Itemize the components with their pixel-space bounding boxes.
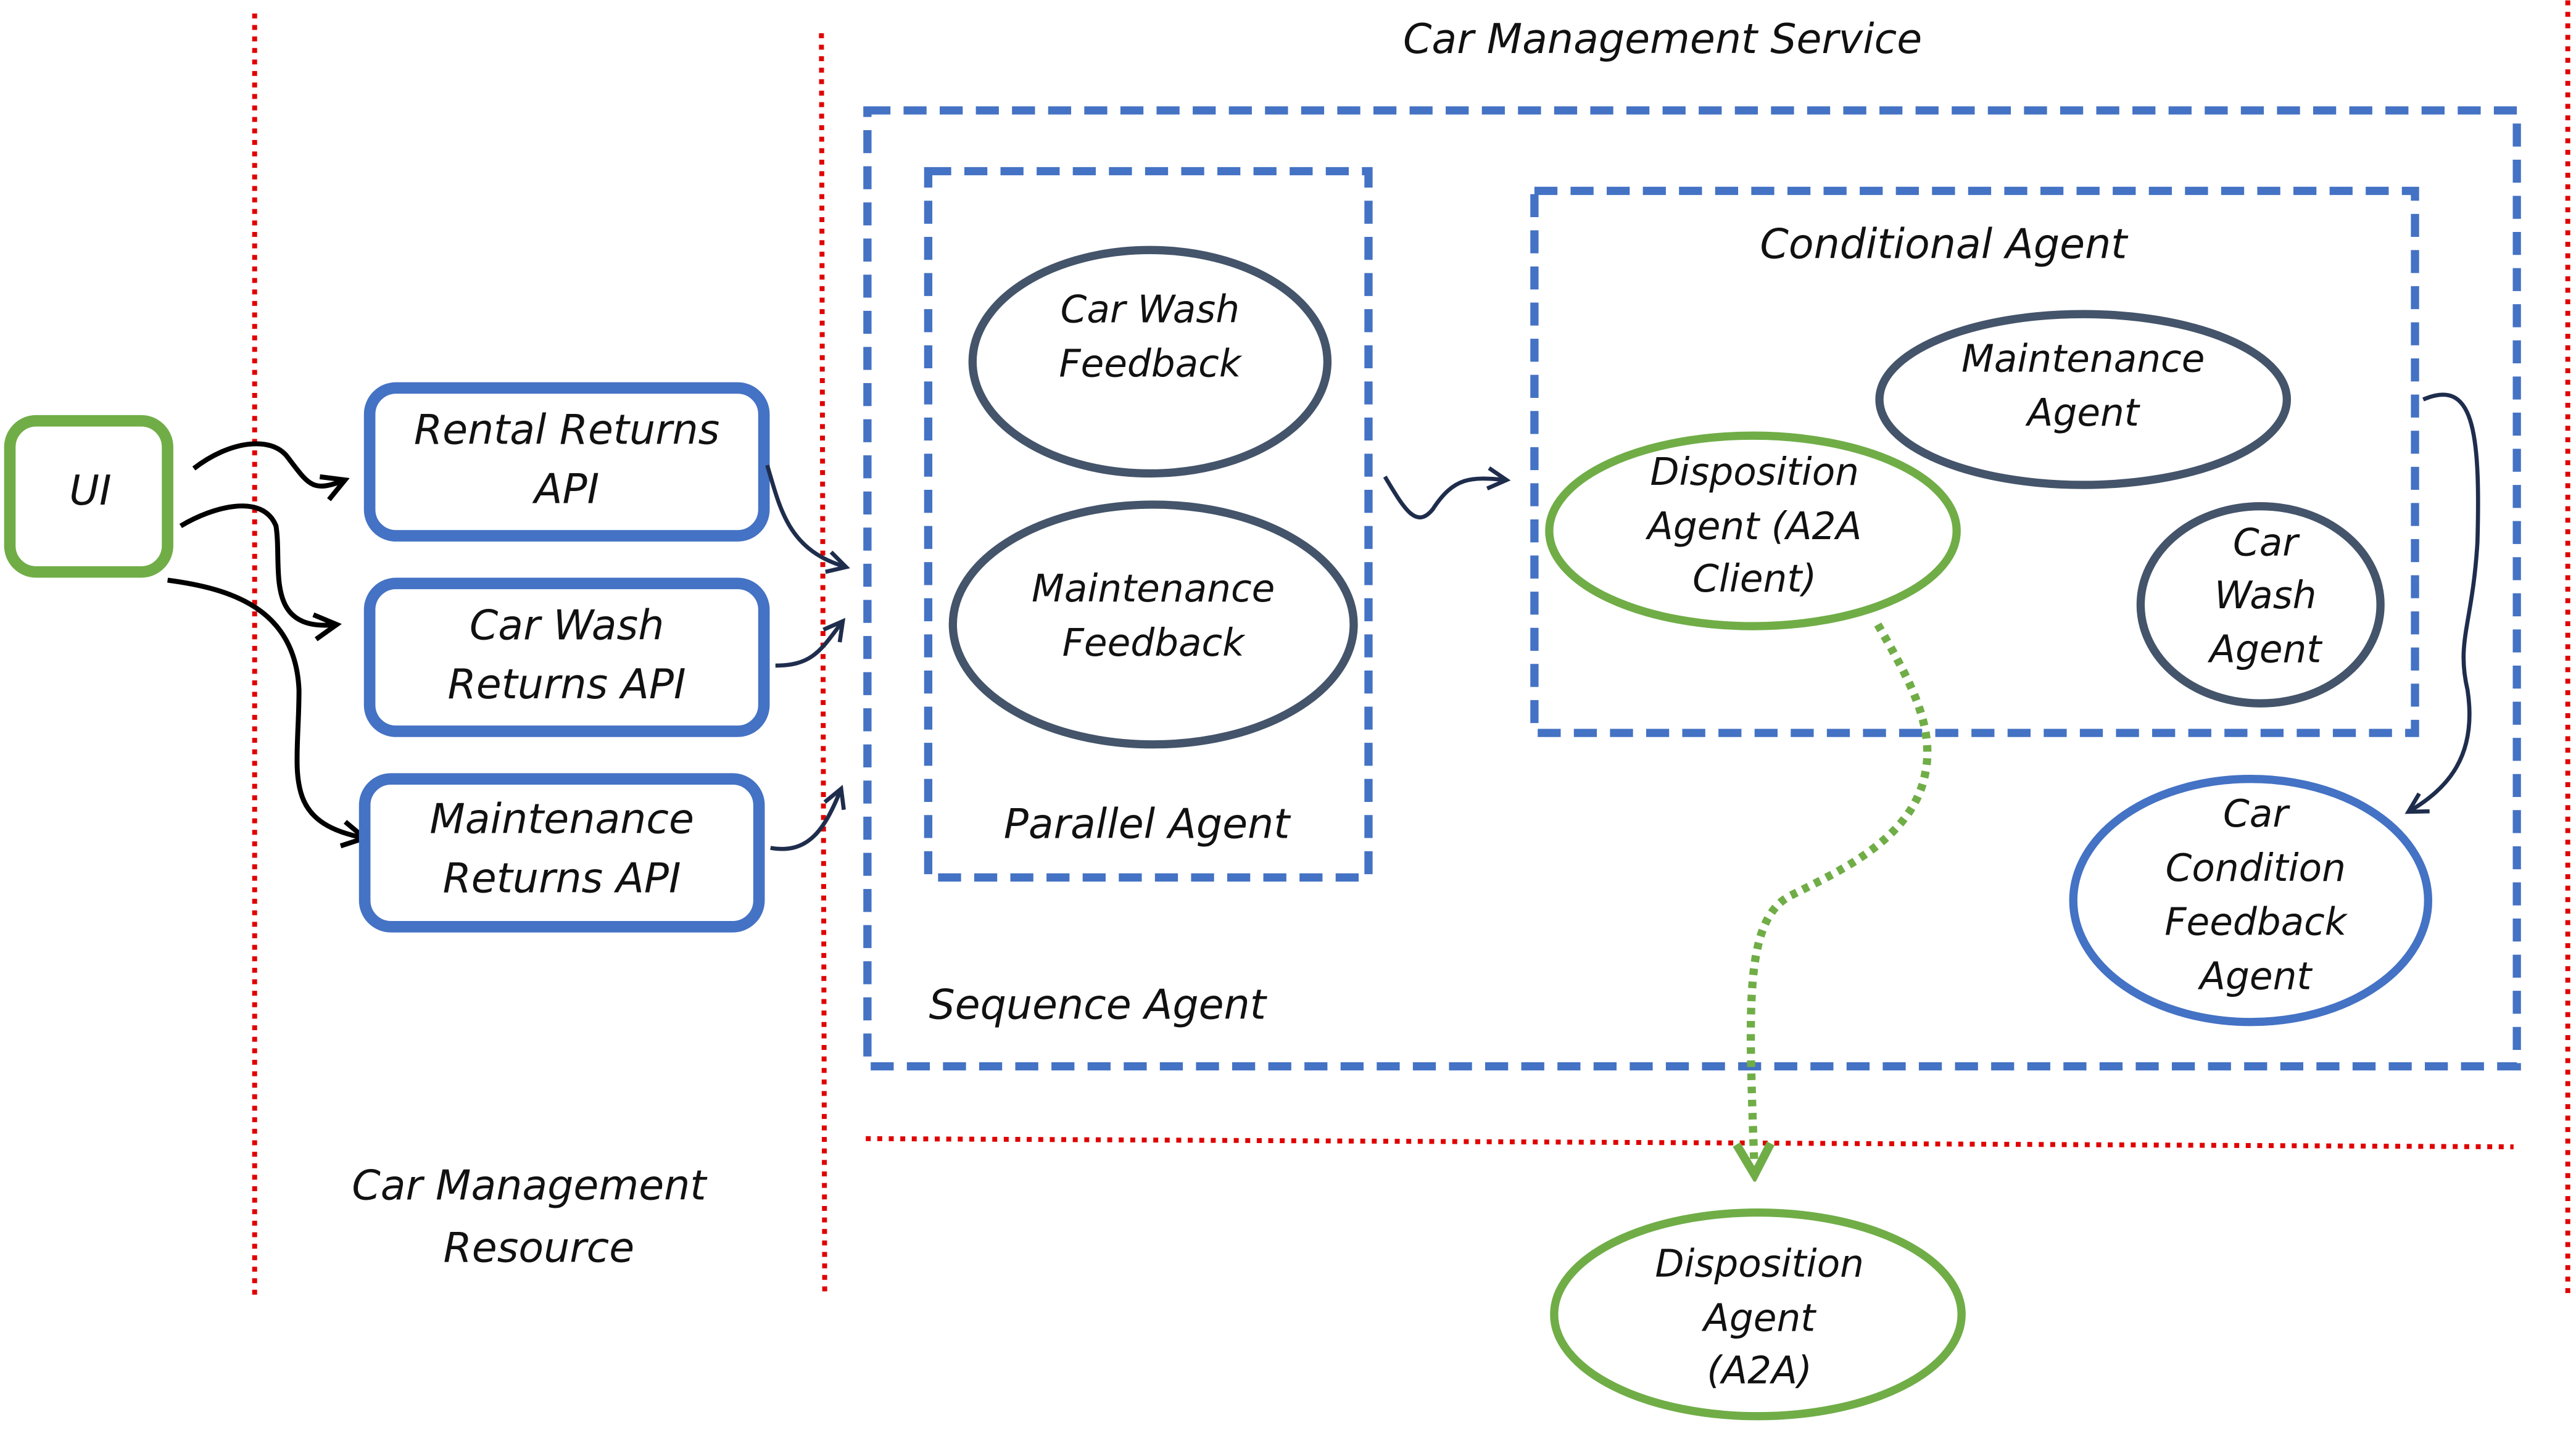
conditional-agent-label: Conditional Agent bbox=[1760, 220, 2129, 268]
boundary-middle bbox=[819, 33, 827, 1295]
condition-feedback-line3: Feedback bbox=[2164, 901, 2348, 944]
api-car-wash-returns[interactable]: Car Wash Returns API bbox=[363, 577, 770, 737]
maintenance-feedback-node[interactable]: Maintenance Feedback bbox=[948, 500, 1358, 749]
api-to-sequence-arrows bbox=[765, 465, 846, 851]
disposition-client-node[interactable]: Disposition Agent (A2A Client) bbox=[1545, 431, 1961, 630]
arrow-ui-to-maintenance bbox=[167, 577, 365, 838]
arrow-ui-to-carwash bbox=[179, 503, 337, 625]
disposition-client-line1: Disposition bbox=[1650, 450, 1859, 494]
car-wash-agent-line1: Car bbox=[2233, 521, 2300, 565]
disposition-remote-line2: Agent bbox=[1701, 1296, 1816, 1340]
arrow-ui-to-rental bbox=[192, 441, 345, 486]
car-wash-feedback-node[interactable]: Car Wash Feedback bbox=[968, 246, 1332, 478]
car-condition-feedback-agent-node[interactable]: Car Condition Feedback Agent bbox=[2069, 775, 2433, 1026]
disposition-client-line2: Agent (A2A bbox=[1645, 505, 1862, 548]
car-wash-feedback-line2: Feedback bbox=[1059, 342, 1242, 386]
condition-feedback-line2: Condition bbox=[2166, 846, 2346, 890]
disposition-agent-a2a-node[interactable]: Disposition Agent (A2A) bbox=[1550, 1208, 1966, 1421]
maintenance-agent-line2: Agent bbox=[2025, 391, 2140, 435]
boundary-lines bbox=[252, 0, 2570, 1299]
api-rental-returns[interactable]: Rental Returns API bbox=[363, 382, 770, 542]
condition-feedback-line4: Agent bbox=[2197, 954, 2313, 998]
maintenance-feedback-line1: Maintenance bbox=[1032, 567, 1275, 611]
api-maintenance-returns[interactable]: Maintenance Returns API bbox=[358, 773, 765, 933]
arrow-rental-to-sequence bbox=[765, 465, 846, 567]
arrow-a2a-call bbox=[1751, 622, 1932, 1175]
api-carwash-line2: Returns API bbox=[448, 660, 686, 708]
maintenance-agent-line1: Maintenance bbox=[1961, 337, 2205, 381]
car-wash-agent-line3: Agent bbox=[2207, 628, 2322, 672]
api-rental-line2: API bbox=[532, 465, 599, 513]
parallel-agent-label: Parallel Agent bbox=[1004, 800, 1291, 848]
sequence-agent-label: Sequence Agent bbox=[929, 980, 1267, 1028]
ui-to-api-arrows bbox=[167, 441, 365, 838]
sequence-agent-container[interactable]: Sequence Agent bbox=[863, 106, 2521, 1071]
api-rental-line1: Rental Returns bbox=[414, 406, 720, 454]
car-wash-agent-node[interactable]: Car Wash Agent bbox=[2136, 502, 2385, 708]
arrow-parallel-to-conditional bbox=[1383, 477, 1507, 519]
ui-label: UI bbox=[69, 466, 111, 514]
arrow-conditional-to-condition-feedback bbox=[2408, 392, 2480, 812]
disposition-remote-line1: Disposition bbox=[1655, 1242, 1864, 1286]
service-title: Car Management Service bbox=[1403, 15, 1922, 63]
parallel-agent-container[interactable]: Parallel Agent bbox=[924, 167, 1373, 882]
car-wash-agent-line2: Wash bbox=[2214, 574, 2316, 617]
resource-label-line1: Car Management bbox=[352, 1161, 708, 1209]
api-maintenance-line2: Returns API bbox=[443, 854, 681, 902]
arrow-maintenance-to-sequence bbox=[770, 789, 841, 851]
conditional-agent-container[interactable]: Conditional Agent bbox=[1530, 186, 2419, 737]
api-carwash-line1: Car Wash bbox=[470, 601, 665, 649]
condition-feedback-line1: Car bbox=[2223, 792, 2290, 836]
maintenance-feedback-line2: Feedback bbox=[1062, 621, 1246, 665]
disposition-client-line3: Client) bbox=[1692, 557, 1816, 601]
boundary-horizontal bbox=[866, 1136, 2514, 1150]
disposition-remote-line3: (A2A) bbox=[1707, 1349, 1812, 1393]
maintenance-agent-node[interactable]: Maintenance Agent bbox=[1875, 310, 2292, 489]
resource-label-line2: Resource bbox=[444, 1223, 635, 1271]
api-maintenance-line1: Maintenance bbox=[429, 795, 694, 843]
car-wash-feedback-line1: Car Wash bbox=[1061, 287, 1240, 331]
ui-node[interactable]: UI bbox=[4, 415, 173, 578]
arrow-carwash-to-sequence bbox=[775, 621, 843, 668]
